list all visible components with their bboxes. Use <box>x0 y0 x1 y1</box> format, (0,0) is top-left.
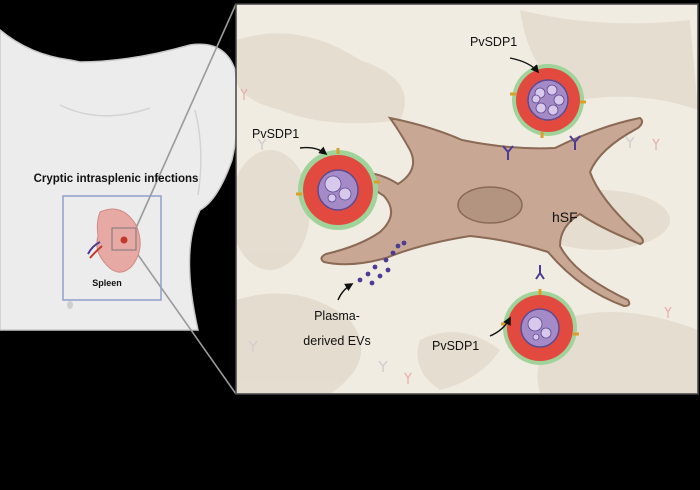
receptor-icon <box>502 145 514 160</box>
spleen-inset-box <box>111 227 137 251</box>
arrow-pvsdp1-top <box>509 57 540 74</box>
infected-rbc-bottom <box>501 289 579 365</box>
zoom-panel-border <box>235 3 699 395</box>
pvsdp1-label-top: PvSDP1 <box>470 35 517 49</box>
navel <box>67 301 73 309</box>
fibroblast-hsf <box>320 116 644 308</box>
infected-rbc-top <box>510 64 586 138</box>
infected-rbc-left <box>296 148 380 230</box>
arrow-evs <box>337 283 354 301</box>
pvsdp1-label-left: PvSDP1 <box>252 127 299 141</box>
spleen-icon <box>87 208 141 273</box>
receptor-icon <box>569 135 581 150</box>
arrow-pvsdp1-bottom <box>489 316 511 337</box>
spleen-label: Spleen <box>92 278 122 288</box>
cryptic-infections-label: Cryptic intrasplenic infections <box>34 173 199 185</box>
arm-contour <box>194 109 202 196</box>
hsf-label: hSF <box>552 209 578 225</box>
evs-label-line1: Plasma- <box>314 309 360 323</box>
arrow-pvsdp1-left <box>299 146 328 156</box>
pvsdp1-label-bottom: PvSDP1 <box>432 339 479 353</box>
background-receptors <box>248 136 635 372</box>
chest-contour <box>59 104 151 117</box>
receptor-icon <box>535 265 545 280</box>
extracellular-vesicles <box>357 240 407 286</box>
panel-content: hSF <box>236 10 698 394</box>
fibroblast-nucleus <box>457 186 523 224</box>
background-pink-receptors <box>240 88 672 384</box>
spleen-zoom-box <box>62 195 162 301</box>
spleen-lesion <box>120 236 128 244</box>
zoom-connector-lines <box>135 3 237 395</box>
evs-label-line2: derived EVs <box>303 334 370 348</box>
